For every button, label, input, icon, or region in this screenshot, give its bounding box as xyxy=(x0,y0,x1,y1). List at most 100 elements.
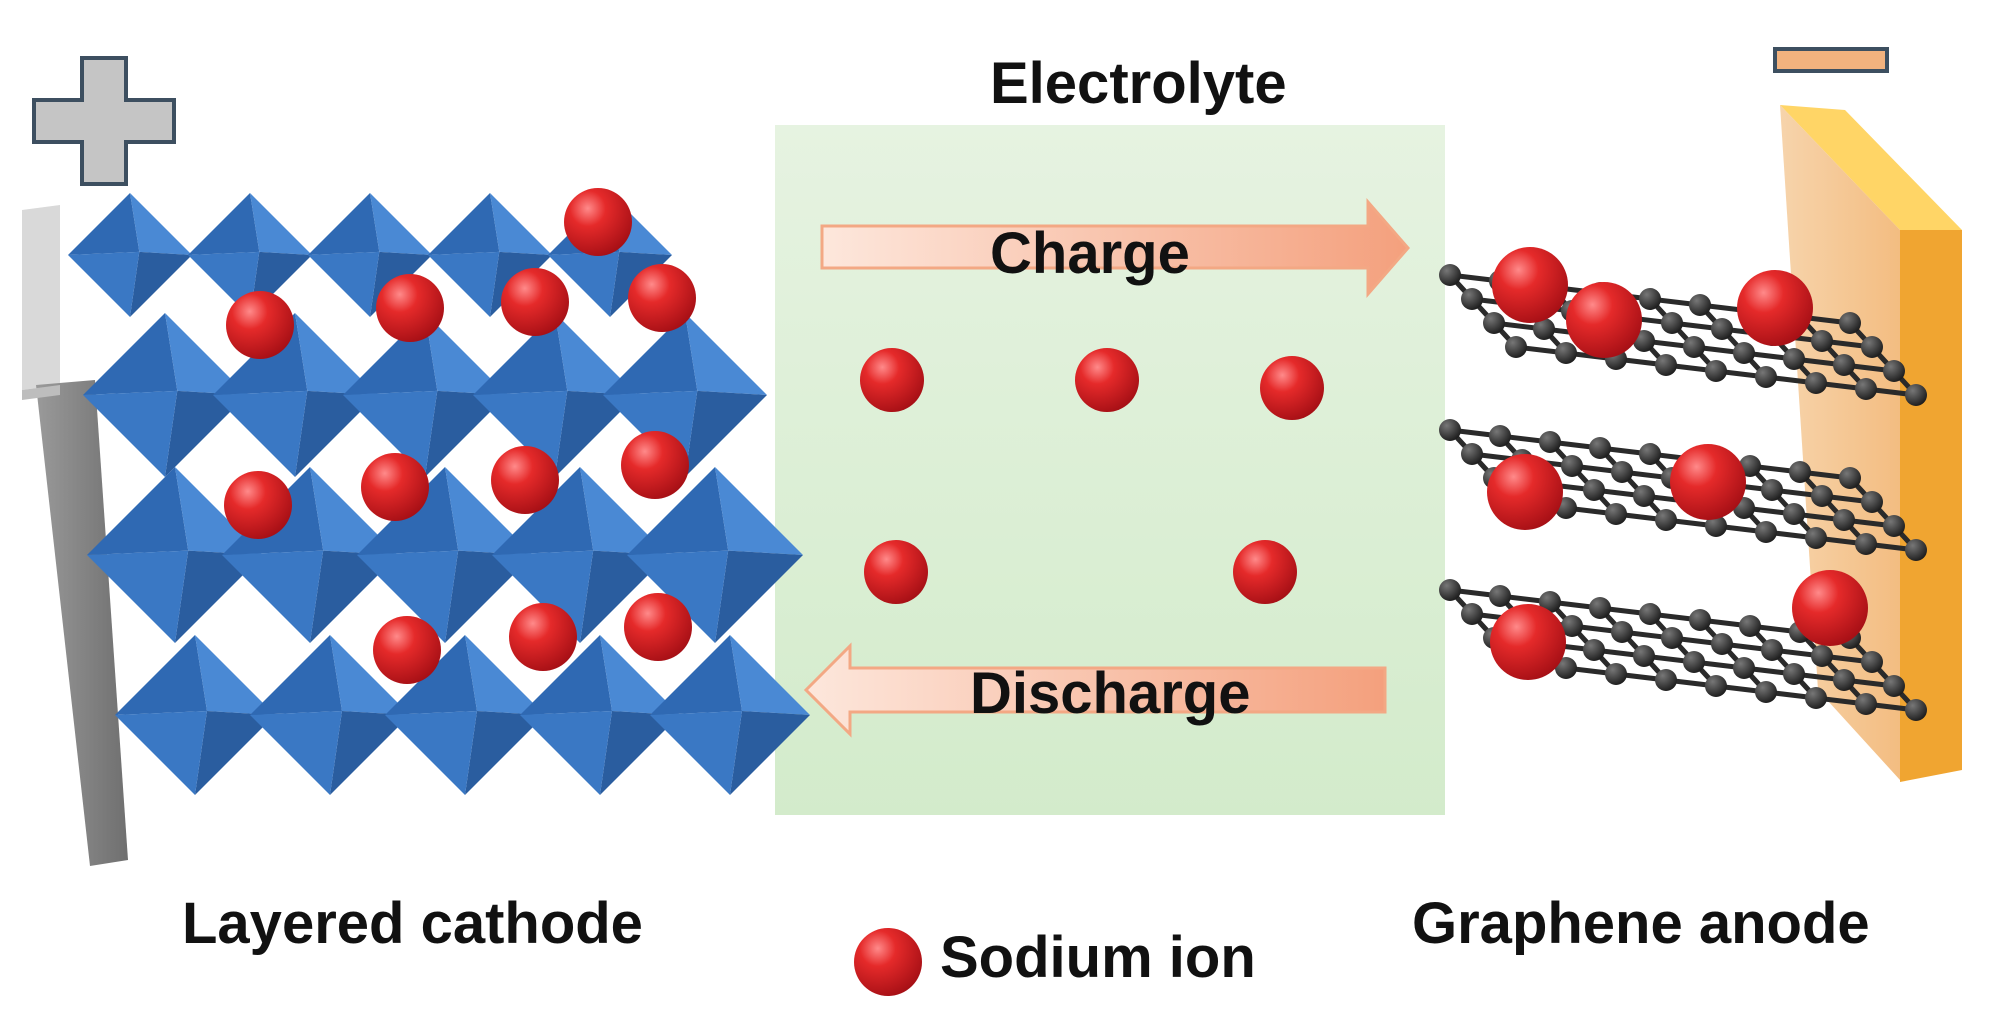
carbon-atom xyxy=(1783,503,1805,525)
carbon-atom xyxy=(1883,515,1905,537)
carbon-atom xyxy=(1855,693,1877,715)
carbon-atom xyxy=(1883,675,1905,697)
carbon-atom xyxy=(1561,615,1583,637)
carbon-atom xyxy=(1539,591,1561,613)
carbon-atom xyxy=(1589,597,1611,619)
carbon-atom xyxy=(1833,509,1855,531)
carbon-atom xyxy=(1489,425,1511,447)
octahedron xyxy=(87,467,263,643)
carbon-atom xyxy=(1811,645,1833,667)
carbon-atom xyxy=(1805,372,1827,394)
cathode-sodium-ion xyxy=(509,603,577,671)
carbon-atom xyxy=(1639,288,1661,310)
electrolyte-sodium-ion xyxy=(860,348,924,412)
carbon-atom xyxy=(1589,437,1611,459)
anode-sodium-ion xyxy=(1792,570,1868,646)
octahedron xyxy=(627,467,803,643)
carbon-atom xyxy=(1783,663,1805,685)
charge-label: Charge xyxy=(990,221,1190,286)
octahedron xyxy=(650,635,810,795)
anode-current-collector xyxy=(1780,105,1962,782)
carbon-atom xyxy=(1633,645,1655,667)
carbon-atom xyxy=(1561,455,1583,477)
carbon-atom xyxy=(1861,336,1883,358)
carbon-atom xyxy=(1439,264,1461,286)
anode-sodium-ion xyxy=(1670,444,1746,520)
carbon-atom xyxy=(1683,336,1705,358)
legend-sodium-ion-label: Sodium ion xyxy=(940,925,1256,990)
cathode-sodium-ion xyxy=(624,593,692,661)
octahedron xyxy=(520,635,680,795)
anode-sodium-ion xyxy=(1737,270,1813,346)
carbon-atom xyxy=(1533,318,1555,340)
plus-sign-icon xyxy=(32,56,176,186)
layered-cathode-structure xyxy=(68,193,810,795)
carbon-atom xyxy=(1733,342,1755,364)
carbon-atom xyxy=(1905,384,1927,406)
carbon-atom xyxy=(1755,521,1777,543)
carbon-atom xyxy=(1805,527,1827,549)
electrolyte-sodium-ion xyxy=(1075,348,1139,412)
carbon-atom xyxy=(1861,651,1883,673)
carbon-atom xyxy=(1461,288,1483,310)
carbon-atom xyxy=(1839,467,1861,489)
cathode-sodium-ions xyxy=(224,188,696,684)
electrolyte-sodium-ion xyxy=(1260,356,1324,420)
carbon-atom xyxy=(1705,675,1727,697)
carbon-atom xyxy=(1711,633,1733,655)
octahedron xyxy=(115,635,275,795)
carbon-atom xyxy=(1661,312,1683,334)
octahedron xyxy=(385,635,545,795)
anode-sodium-ions xyxy=(1487,247,1868,680)
carbon-atom xyxy=(1439,579,1461,601)
electrolyte-sodium-ion xyxy=(864,540,928,604)
carbon-atom xyxy=(1755,366,1777,388)
cathode-sodium-ion xyxy=(226,291,294,359)
carbon-atom xyxy=(1783,348,1805,370)
carbon-atom xyxy=(1489,585,1511,607)
electrolyte-sodium-ion xyxy=(1233,540,1297,604)
carbon-atom xyxy=(1555,342,1577,364)
carbon-atom xyxy=(1605,503,1627,525)
carbon-atom xyxy=(1733,657,1755,679)
carbon-atom xyxy=(1905,699,1927,721)
electrolyte-title: Electrolyte xyxy=(990,51,1287,116)
carbon-atom xyxy=(1905,539,1927,561)
carbon-atom xyxy=(1583,479,1605,501)
carbon-atom xyxy=(1789,461,1811,483)
carbon-atom xyxy=(1555,657,1577,679)
anode-label: Graphene anode xyxy=(1412,891,1870,956)
carbon-atom xyxy=(1883,360,1905,382)
carbon-atom xyxy=(1683,651,1705,673)
octahedron xyxy=(250,635,410,795)
carbon-atom xyxy=(1761,479,1783,501)
carbon-atom xyxy=(1633,485,1655,507)
discharge-label: Discharge xyxy=(970,661,1251,726)
legend-sodium-ion-icon xyxy=(854,928,922,996)
carbon-atom xyxy=(1605,663,1627,685)
cathode-sodium-ion xyxy=(224,471,292,539)
electrolyte-sodium-ions xyxy=(860,348,1324,604)
carbon-atom xyxy=(1639,443,1661,465)
carbon-atom xyxy=(1705,360,1727,382)
carbon-atom xyxy=(1689,609,1711,631)
anode-sodium-ion xyxy=(1492,247,1568,323)
carbon-atom xyxy=(1861,491,1883,513)
carbon-atom xyxy=(1655,669,1677,691)
cathode-sodium-ion xyxy=(376,274,444,342)
cathode-sodium-ion xyxy=(373,616,441,684)
carbon-atom xyxy=(1805,687,1827,709)
cathode-sodium-ion xyxy=(564,188,632,256)
carbon-atom xyxy=(1689,294,1711,316)
anode-sodium-ion xyxy=(1490,604,1566,680)
octahedron xyxy=(83,313,247,477)
carbon-atom xyxy=(1505,336,1527,358)
carbon-atom xyxy=(1833,669,1855,691)
carbon-atom xyxy=(1611,621,1633,643)
octahedron xyxy=(68,193,192,317)
carbon-atom xyxy=(1761,639,1783,661)
charge-arrow xyxy=(820,197,1410,299)
cathode-sodium-ion xyxy=(628,264,696,332)
carbon-atom xyxy=(1583,639,1605,661)
